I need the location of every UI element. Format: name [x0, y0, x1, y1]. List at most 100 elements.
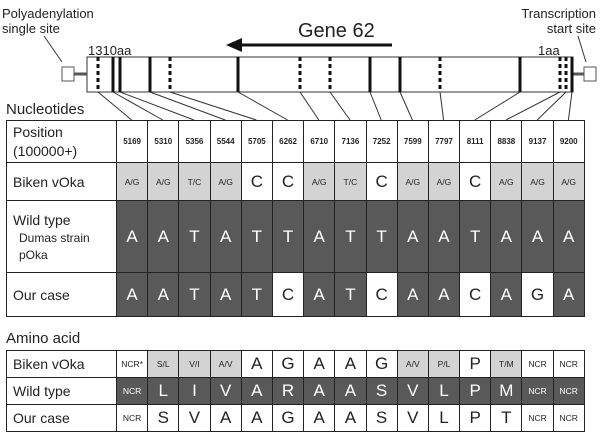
aa-cell: NCR [521, 377, 554, 405]
aa-cell: P/L [427, 350, 461, 378]
nt-cell: T/C [334, 162, 367, 201]
nt-cell: A/G [209, 162, 242, 201]
aa-cell: G [365, 350, 398, 378]
position-cell: 9137 [521, 120, 554, 163]
mutation-connector [474, 91, 521, 121]
position-cell: 9200 [552, 120, 585, 163]
position-cell: 7599 [396, 120, 429, 163]
gene-label: Gene 62 [298, 20, 375, 42]
nt-cell: G [521, 272, 554, 317]
nt-cell: C [240, 162, 273, 201]
aa-cell: V/I [178, 350, 211, 378]
aa-cell: A [303, 404, 336, 432]
aa-cell: A [209, 404, 242, 432]
aa-row-biken: Biken vOka NCR* S/L V/I A/V A G A A G A/… [6, 350, 585, 378]
aa-cell: A/V [396, 350, 429, 378]
nt-row-wild-type: Wild type Dumas strain pOka A A T A T T … [6, 200, 585, 273]
nt-cell: C [365, 162, 398, 201]
position-cell: 5705 [240, 120, 273, 163]
row-label: Our case [6, 404, 117, 432]
position-row: Position(100000+) 5169 5310 5356 5544 57… [6, 120, 585, 163]
nt-cell: C [459, 162, 492, 201]
position-label: Position(100000+) [6, 120, 117, 163]
position-cell: 7252 [365, 120, 398, 163]
aa-cell: M [490, 377, 523, 405]
amino-acid-header: Amino acid [6, 330, 81, 347]
aa-cell: NCR [552, 377, 585, 405]
aa-cell: P [459, 350, 492, 378]
row-label: Our case [6, 272, 117, 317]
nt-cell: A/G [303, 162, 336, 201]
position-cell: 8838 [490, 120, 523, 163]
mutation-connector [329, 91, 351, 121]
mutation-connector [97, 91, 132, 121]
mutation-connector [439, 91, 445, 121]
aa-cell: S/L [147, 350, 180, 378]
position-cell: 5169 [115, 120, 149, 163]
nt-cell: A [396, 200, 429, 273]
aa-cell: T [490, 404, 523, 432]
aa-cell: G [271, 350, 305, 378]
row-label: Wild type [6, 377, 117, 405]
aa-cell: S [365, 377, 398, 405]
position-cell: 8111 [459, 120, 492, 163]
position-cell: 7797 [427, 120, 461, 163]
aa-cell: T/M [490, 350, 523, 378]
position-cell: 5544 [209, 120, 242, 163]
nt-cell: T [240, 200, 273, 273]
nt-cell: A [427, 200, 461, 273]
mutation-connector [237, 91, 288, 121]
aa-row-our-case: Our case NCR S V A A G A A S V L P T NCR… [6, 404, 585, 432]
nt-cell: A [396, 272, 429, 317]
right-cap [583, 66, 597, 82]
aa-cell: A [334, 404, 367, 432]
nt-cell: T [178, 272, 211, 317]
nt-cell: A [521, 200, 554, 273]
nt-cell: T [459, 200, 492, 273]
aa-right-label: 1aa [538, 43, 560, 58]
mutation-connector [505, 91, 561, 121]
nt-cell: T/C [178, 162, 211, 201]
aa-left-label: 1310aa [88, 43, 132, 58]
aa-cell: P [459, 404, 492, 432]
nt-cell: A [490, 272, 523, 317]
nt-cell: T [240, 272, 273, 317]
mutation-connector [536, 91, 567, 121]
aa-cell: V [396, 377, 429, 405]
aa-cell: NCR [552, 350, 585, 378]
mutation-connector [169, 91, 257, 121]
aa-cell: L [427, 404, 461, 432]
aa-cell: A [240, 350, 273, 378]
nt-cell: A [147, 200, 180, 273]
aa-cell: NCR* [115, 350, 149, 378]
aa-cell: V [209, 377, 242, 405]
nt-cell: T [334, 200, 367, 273]
aa-cell: G [271, 404, 305, 432]
nt-cell: A [209, 272, 242, 317]
nt-cell: C [365, 272, 398, 317]
mutation-connector [567, 91, 573, 121]
nt-cell: C [271, 162, 305, 201]
aa-cell: L [147, 377, 180, 405]
gene-arrow-head [226, 38, 242, 52]
nt-cell: A/G [521, 162, 554, 201]
position-cell: 6262 [271, 120, 305, 163]
aa-cell: NCR [521, 350, 554, 378]
nt-cell: A [209, 200, 242, 273]
aa-cell: NCR [552, 404, 585, 432]
aa-cell: L [427, 377, 461, 405]
nt-cell: A/G [427, 162, 461, 201]
position-cell: 5356 [178, 120, 211, 163]
mutation-connector [119, 91, 195, 121]
gene-map [43, 35, 597, 121]
nt-cell: A/G [396, 162, 429, 201]
nt-cell: A [147, 272, 180, 317]
row-label: Biken vOka [6, 350, 117, 378]
aa-cell: NCR [115, 404, 149, 432]
nt-cell: T [271, 200, 305, 273]
aa-cell: A [334, 377, 367, 405]
aa-cell: R [271, 377, 305, 405]
row-label: Wild type Dumas strain pOka [6, 200, 117, 273]
